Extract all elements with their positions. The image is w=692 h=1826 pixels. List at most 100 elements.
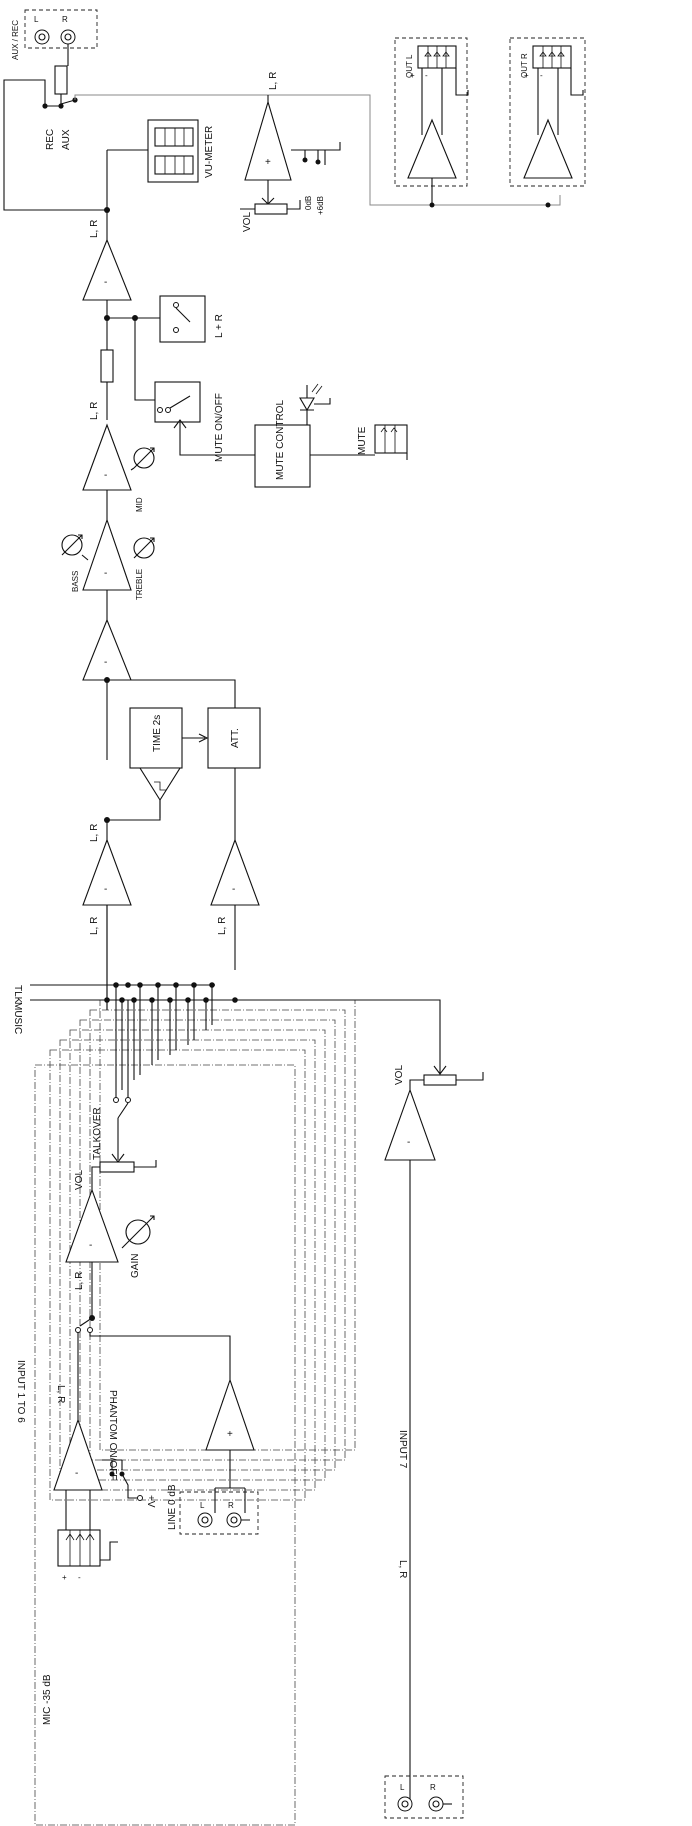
aux-label: AUX	[61, 129, 72, 150]
bus-amp-1	[82, 238, 132, 301]
line-connector-r: R	[228, 1501, 234, 1510]
out-l-block: OUT L + -	[394, 37, 469, 205]
bass-label: BASS	[71, 571, 80, 592]
time-block: TIME 2s	[129, 707, 183, 769]
input-7-connector-r: R	[430, 1783, 436, 1792]
mute-control-block: MUTE CONTROL	[254, 400, 311, 488]
aux-rec-label: AUX / REC	[11, 20, 20, 60]
talkover-switch: TALKOVER	[92, 1097, 131, 1163]
plus-v-label: +V	[145, 1495, 156, 1508]
bus-lines: TLK MUSIC	[12, 982, 441, 1100]
mic-minus: -	[78, 1573, 81, 1582]
input-7-amp	[384, 1088, 436, 1161]
treble-label: TREBLE	[135, 569, 144, 600]
music-bus-amp	[82, 838, 132, 906]
mute-onoff-label: MUTE ON/OFF	[214, 393, 225, 462]
bus-lr-label-b: L, R	[217, 917, 228, 935]
music-bus-minus: -	[104, 884, 107, 895]
out-r-minus: -	[540, 71, 543, 80]
bass-treble-minus: -	[104, 568, 107, 579]
vol-output-label: VOL	[242, 212, 253, 232]
output-amp: + L, R	[244, 72, 292, 181]
gain-6db-label: +6dB	[316, 196, 325, 215]
aux-rec-connector: L R AUX / REC	[11, 9, 98, 60]
bass-knob-icon: BASS	[61, 534, 89, 592]
att-label: ATT.	[230, 728, 241, 748]
bus-amp-1-minus: -	[104, 277, 107, 288]
vol-potentiometer-input: VOL	[74, 1160, 157, 1190]
gain-label: GAIN	[130, 1254, 141, 1278]
input-1-6-label: INPUT 1 TO 6	[15, 1360, 26, 1423]
mute-control-label: MUTE CONTROL	[275, 400, 286, 480]
phantom-label: PHANTOM ON/OFF	[107, 1390, 118, 1480]
phantom-switch: PHANTOM ON/OFF +V	[102, 1390, 156, 1508]
mid-amp	[82, 423, 132, 491]
time-label: TIME 2s	[152, 715, 163, 752]
treble-knob-icon: TREBLE	[133, 537, 155, 600]
out-r-block: OUT R + -	[509, 37, 586, 187]
line-connector: L R LINE 0 dB	[167, 1484, 259, 1535]
pre-eq-amp	[82, 618, 132, 681]
bus-lr-label-a: L, R	[89, 917, 100, 935]
talkover-bus-amp	[210, 838, 260, 906]
mid-amp-minus: -	[104, 470, 107, 481]
input-7-connector: L R	[384, 1775, 464, 1819]
mic-label: MIC -35 dB	[42, 1674, 53, 1725]
mute-onoff-switch: MUTE ON/OFF	[154, 381, 225, 462]
output-lr-label: L, R	[268, 72, 279, 90]
rec-aux-switch: REC AUX	[42, 97, 78, 150]
mid-label: MID	[135, 497, 144, 512]
out-r-plus: +	[524, 71, 529, 80]
mic-preamp-minus: -	[75, 1468, 78, 1479]
input-7-connector-l: L	[400, 1783, 405, 1792]
bus-lr-label-top: L, R	[89, 220, 100, 238]
mute-connector-label: MUTE	[357, 426, 368, 455]
l-plus-r-switch: L + R	[159, 295, 225, 343]
att-block: ATT.	[207, 707, 261, 769]
line-amp-plus: +	[227, 1429, 233, 1440]
gain-switch: 0dB +6dB	[291, 142, 341, 215]
input-7-vol: VOL	[394, 1065, 484, 1090]
connector-r-label: R	[62, 15, 68, 24]
out-l-minus: -	[425, 71, 428, 80]
gain-knob-icon: GAIN	[121, 1215, 155, 1278]
line-label: LINE 0 dB	[167, 1484, 178, 1530]
input-7-vol-label: VOL	[394, 1065, 405, 1085]
mic-preamp	[53, 1418, 103, 1491]
connector-l-label: L	[34, 15, 39, 24]
tlk-label: TLK	[12, 985, 23, 1004]
line-connector-l: L	[200, 1501, 205, 1510]
vu-meter: VU-METER	[147, 119, 215, 183]
output-amp-plus: +	[265, 157, 271, 168]
out-r-label: OUT R	[520, 53, 529, 78]
music-label: MUSIC	[12, 1002, 23, 1034]
bus-lr-label-lower: L, R	[89, 824, 100, 842]
mute-led-icon	[299, 383, 331, 425]
pre-eq-minus: -	[104, 657, 107, 668]
out-l-label: OUT L	[405, 54, 414, 78]
mic-line-selector	[75, 1317, 231, 1380]
l-plus-r-label: L + R	[214, 314, 225, 338]
input-lr-label-2: L, R	[55, 1385, 66, 1403]
talkover-bus-minus: -	[232, 884, 235, 895]
input-7-amp-minus: -	[407, 1137, 410, 1148]
bus-lr-label-mid: L, R	[89, 402, 100, 420]
talkover-label: TALKOVER	[92, 1107, 103, 1160]
mic-plus: +	[62, 1573, 67, 1582]
mute-connector: MUTE	[310, 424, 408, 460]
input-7-label: INPUT 7	[397, 1430, 408, 1469]
rec-label: REC	[45, 129, 56, 150]
vol-input-label: VOL	[74, 1170, 85, 1190]
mid-knob-icon: MID	[130, 447, 155, 512]
input-gain-amp	[65, 1188, 119, 1263]
input-card-stack	[34, 999, 356, 1826]
gain-0db-label: 0dB	[304, 196, 313, 210]
vu-meter-label: VU-METER	[204, 126, 215, 178]
bus-resistor	[100, 349, 114, 383]
mic-connector: MIC -35 dB + -	[42, 1490, 118, 1725]
aux-resistor	[54, 65, 68, 95]
input-7-lr-label: L, R	[397, 1560, 408, 1578]
input-lr-label-1: L, R	[74, 1272, 85, 1290]
bass-treble-amp	[82, 518, 132, 591]
